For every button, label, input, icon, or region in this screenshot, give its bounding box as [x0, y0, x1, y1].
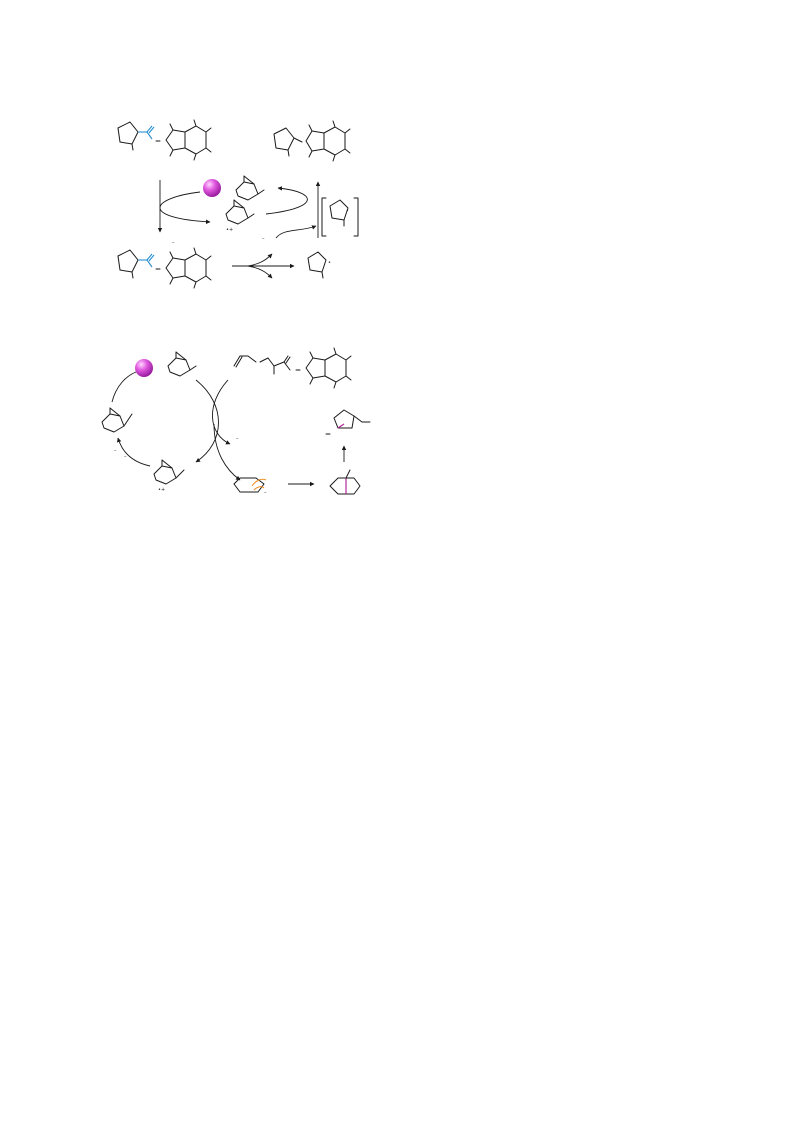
squiggle-arrow-top [275, 225, 317, 239]
cycle-arc-bottom-left [116, 437, 151, 467]
side-arrow-down [247, 265, 273, 279]
label-minus-intermediate: – [264, 490, 267, 496]
label-minus-cycle-1: – [114, 448, 117, 454]
side-arrow-up [247, 253, 273, 267]
label-dot-bracket: • [346, 208, 349, 214]
molecule-cyclized-product [329, 469, 361, 495]
molecule-top-right-phthalimide [273, 120, 351, 162]
molecule-cyclization-intermediate: – [233, 477, 267, 496]
bicyclic-catalyst-bottom-top [167, 351, 197, 377]
cycle-arrow-left-top [159, 191, 211, 225]
label-minus-top-2: – [172, 240, 175, 246]
photocatalyst-sphere-top [203, 179, 221, 197]
bottom-scheme: •+ – – – [101, 347, 371, 496]
molecule-product-radical-top: • [307, 251, 331, 279]
molecule-final-product [325, 409, 371, 435]
cycle-arc-left-top [111, 371, 137, 403]
arc-inner-1 [212, 379, 231, 445]
photocatalyst-sphere-bottom [135, 359, 153, 377]
molecule-bottom-left-ester [117, 247, 212, 289]
label-plus-top: •+ [226, 227, 233, 233]
molecule-top-left-ester [117, 119, 212, 161]
bracketed-radical-intermediate: • [321, 197, 359, 237]
label-minus-cycle-2: – [124, 454, 127, 460]
label-minus-top-1: – [262, 236, 265, 242]
arc-inner-2 [213, 423, 241, 481]
label-minus-arc: – [236, 436, 239, 442]
top-scheme: •+ • – – [117, 119, 359, 289]
label-dot-product: • [328, 260, 331, 266]
bicyclic-catalyst-top-cation: •+ [225, 199, 255, 233]
label-plus-bottom: •+ [158, 487, 165, 493]
cycle-arc-right [195, 379, 219, 463]
bicyclic-catalyst-bottom-cation: •+ [153, 459, 185, 493]
bicyclic-catalyst-top-neutral [235, 175, 265, 201]
cycle-arrow-right-top [265, 186, 308, 215]
bicyclic-catalyst-bottom-left [101, 407, 133, 433]
molecule-allyl-phthalimide-ester [233, 347, 352, 389]
